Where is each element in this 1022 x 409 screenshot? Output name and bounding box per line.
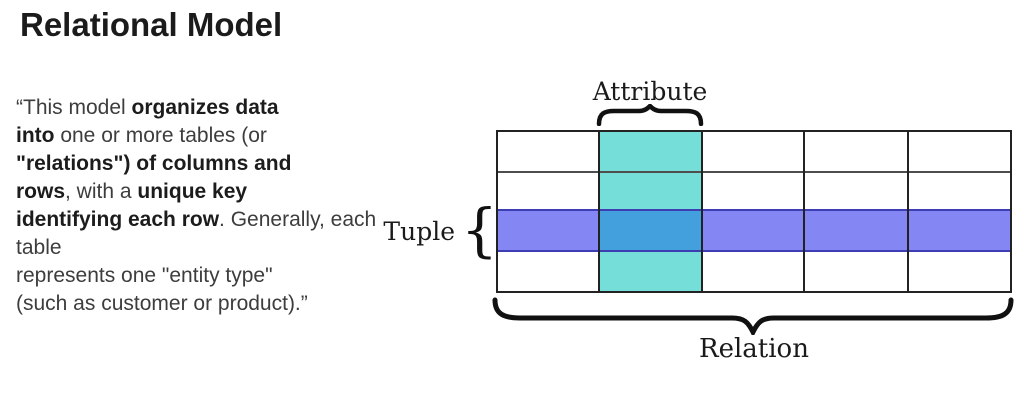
page-title: Relational Model [20, 6, 283, 43]
tuple-row-highlight [498, 209, 1010, 252]
attribute-label: Attribute [592, 77, 708, 106]
grid-line-vertical [598, 132, 600, 291]
definition-quote: “This model organizes data into one or m… [16, 96, 377, 315]
intersection-cell [598, 211, 701, 250]
relation-label: Relation [699, 334, 809, 364]
attribute-brace [596, 104, 704, 126]
tuple-brace: { [461, 196, 498, 264]
grid-line-vertical [701, 132, 703, 291]
relation-brace [492, 297, 1014, 335]
grid-line-vertical [803, 132, 805, 291]
tuple-label: Tuple [383, 217, 455, 246]
grid-line-horizontal [498, 171, 1010, 173]
grid-line-vertical [907, 132, 909, 291]
relation-table [496, 130, 1012, 293]
